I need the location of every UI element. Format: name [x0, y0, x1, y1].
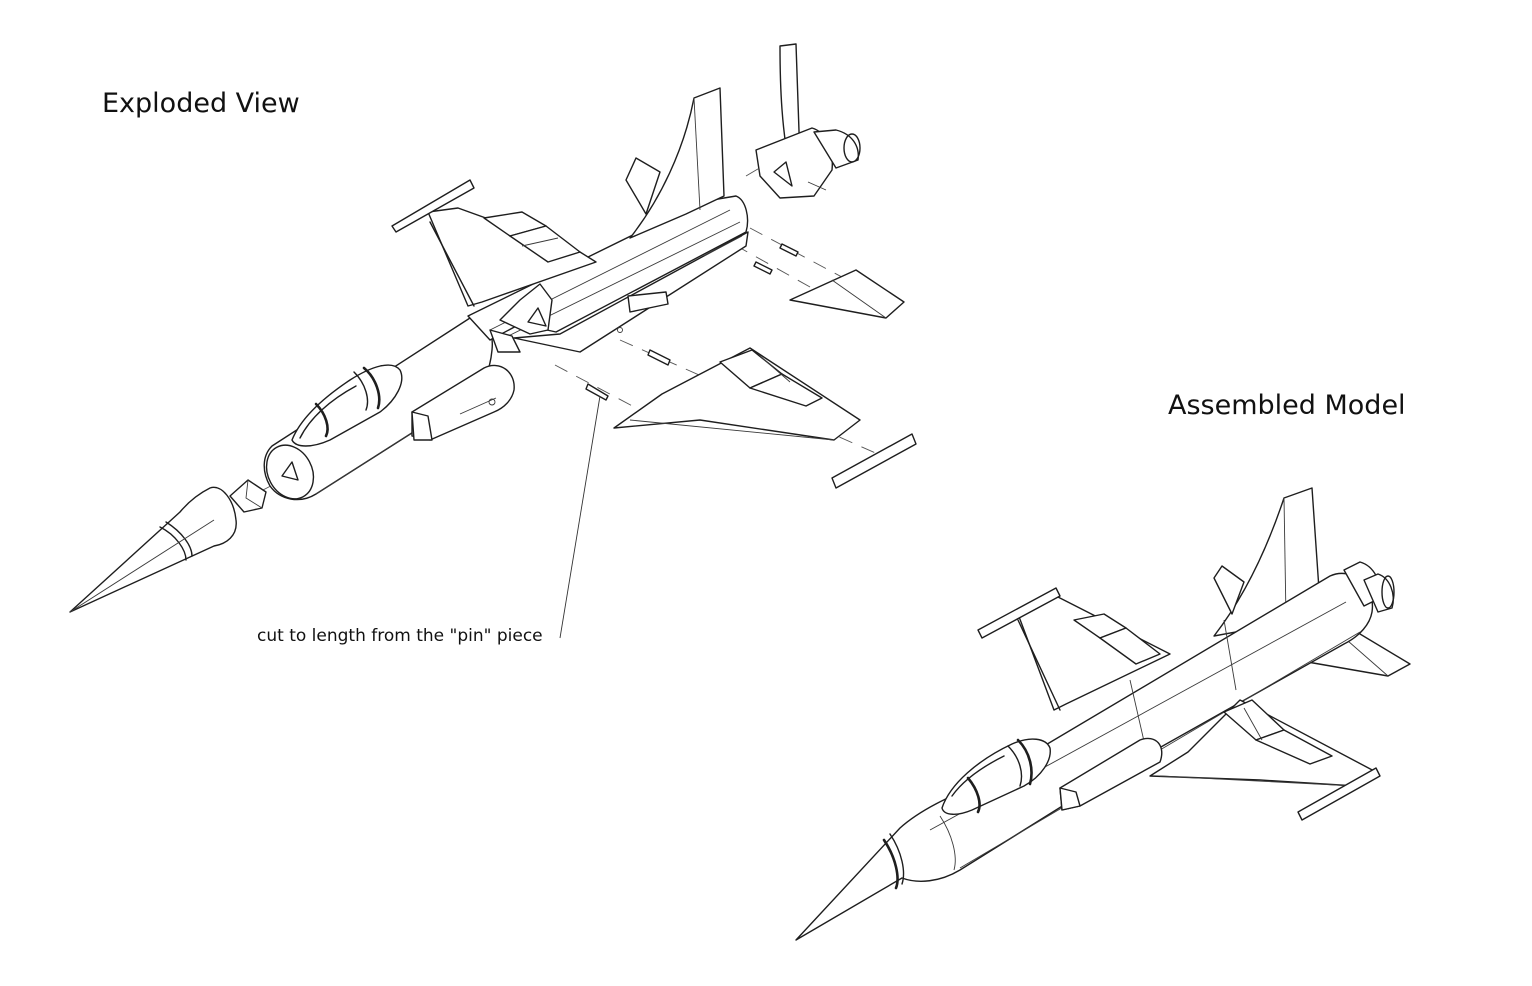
vertical-tail: [629, 87, 725, 239]
center-fuselage: [467, 195, 749, 353]
exploded-view-title: Exploded View: [102, 88, 300, 119]
assembled-right-wingtip-rail: [1297, 767, 1381, 821]
pin-cut-note: cut to length from the "pin" piece: [257, 626, 543, 646]
exploded-view: [69, 43, 917, 639]
note-leader-line: [559, 395, 601, 639]
canopy: [291, 364, 403, 447]
nose-cone: [69, 486, 237, 613]
assembled-engine-nozzles: [1343, 561, 1395, 613]
left-wingtip-rail: [391, 179, 475, 233]
horizontal-stabilizer: [789, 269, 905, 319]
assembled-model: [795, 487, 1411, 941]
assembled-canopy: [941, 738, 1051, 815]
right-wing: [613, 347, 861, 441]
assembled-left-wingtip-rail: [977, 587, 1061, 639]
assembled-intake: [1059, 737, 1163, 811]
assembled-left-wing: [1017, 595, 1171, 711]
engine-tail-section: [755, 43, 861, 199]
dorsal-fin: [625, 157, 661, 215]
assembled-model-title: Assembled Model: [1168, 390, 1406, 421]
left-wing: [427, 207, 597, 307]
right-wingtip-rail: [831, 433, 917, 489]
nose-joint: [229, 479, 267, 513]
intake: [411, 364, 515, 441]
pin-pieces: [585, 243, 799, 401]
